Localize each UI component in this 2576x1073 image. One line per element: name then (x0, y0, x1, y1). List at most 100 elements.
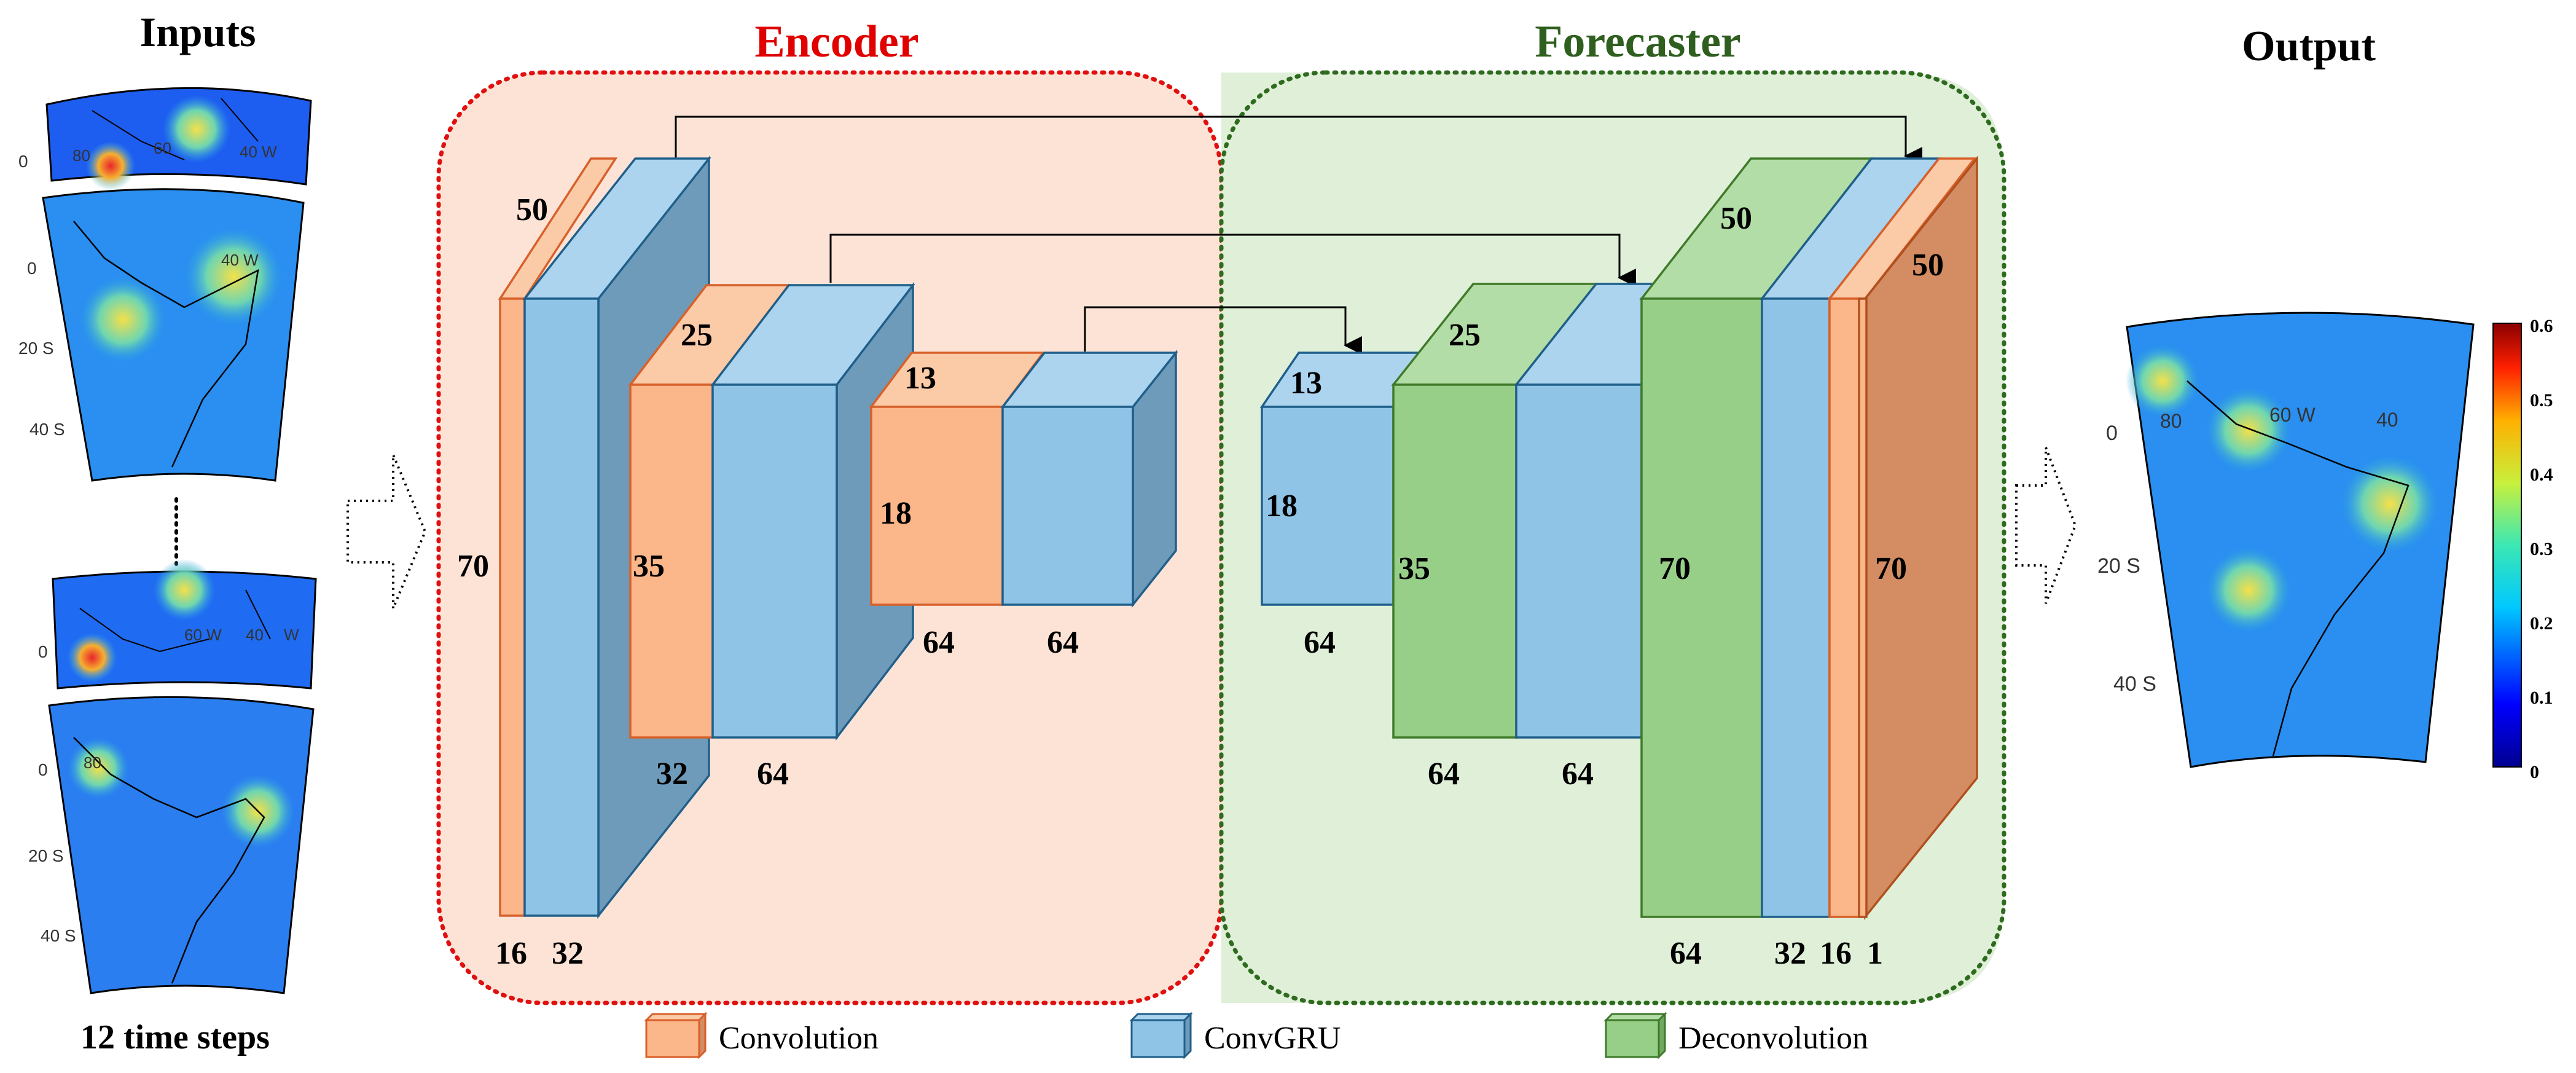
legend-label-convolution: Convolution (719, 1021, 879, 1056)
f-convgru-layer-3 (1761, 297, 1831, 918)
forecaster-title: Forecaster (1535, 17, 1741, 67)
svg-text:40 W: 40 W (221, 251, 259, 269)
dim-f3-height: 70 (1659, 551, 1691, 586)
output-layer (1858, 297, 1868, 918)
forecaster-block-1 (1259, 352, 1433, 606)
svg-text:20 S: 20 S (2097, 554, 2140, 578)
svg-text:60: 60 (154, 139, 171, 157)
output-title: Output (2242, 23, 2376, 70)
time-steps-label: 12 time steps (80, 1018, 270, 1056)
dim-b1-conv-width: 16 (495, 936, 527, 971)
dim-b1-height: 70 (457, 549, 489, 584)
colorbar-tick-label: 0 (2530, 762, 2539, 782)
svg-text:20 S: 20 S (28, 846, 64, 865)
colorbar: 0.6 0.5 0.4 0.3 0.2 0.1 0 (2492, 316, 2553, 782)
skip-connection-2 (829, 234, 1636, 287)
dim-f1-width: 64 (1304, 625, 1336, 660)
svg-text:0: 0 (27, 259, 37, 278)
forecaster-block-3 (1639, 155, 1978, 920)
conv-layer-1 (499, 297, 526, 917)
svg-text:40 S: 40 S (29, 420, 65, 439)
legend-label-convgru: ConvGRU (1204, 1021, 1341, 1056)
input-flow-arrow (346, 454, 427, 609)
colorbar-gradient (2492, 323, 2522, 768)
deconv-layer-3 (1640, 297, 1763, 918)
svg-text:0: 0 (18, 152, 28, 171)
inputs-title: Inputs (139, 9, 256, 55)
dim-b3-gru-width: 64 (1047, 625, 1079, 660)
legend: Convolution ConvGRU Deconvolution (644, 1012, 1868, 1059)
convgru-layer-2 (711, 383, 838, 739)
svg-text:40 S: 40 S (41, 926, 76, 945)
dim-b2-depth: 25 (681, 318, 713, 353)
dim-b2-height: 35 (633, 549, 665, 584)
encoder-block-3 (869, 349, 1178, 608)
legend-item-deconvolution: Deconvolution (1603, 1012, 1868, 1059)
dim-f1-height: 18 (1266, 489, 1298, 524)
legend-item-convolution: Convolution (644, 1012, 879, 1059)
dim-out-depth: 50 (1912, 248, 1944, 283)
colorbar-tick-label: 0.1 (2530, 688, 2553, 708)
dim-b3-depth: 13 (904, 361, 936, 396)
colorbar-tick-label: 0.4 (2530, 465, 2553, 485)
dim-f3-depth: 50 (1720, 201, 1752, 236)
dim-b2-conv-width: 32 (656, 757, 688, 792)
output-map: 0 80 60 W 40 20 S 40 S (2097, 312, 2475, 768)
colorbar-tick-label: 0.5 (2530, 390, 2553, 411)
skip-connection-1 (675, 116, 1922, 165)
dim-f2-height: 35 (1398, 551, 1430, 586)
svg-text:80: 80 (72, 146, 90, 165)
dimension-labels: 50 70 16 32 25 35 32 64 13 18 64 64 13 1… (457, 192, 1944, 971)
svg-text:40 S: 40 S (2113, 672, 2156, 696)
colorbar-tick-label: 0.3 (2530, 539, 2553, 559)
svg-text:W: W (284, 626, 299, 644)
input-map-2: 0 40 W 20 S 40 S (18, 188, 305, 482)
skip-connections (675, 116, 1922, 355)
svg-text:60 W: 60 W (184, 626, 222, 644)
f-conv-layer-3 (1828, 297, 1862, 918)
svg-text:20 S: 20 S (18, 339, 54, 358)
conv-layer-2 (629, 383, 714, 739)
forecaster-panel-border (1219, 70, 2006, 1005)
svg-text:80: 80 (2160, 410, 2182, 432)
svg-text:0: 0 (38, 642, 48, 661)
output-flow-arrow (2015, 447, 2077, 604)
svg-text:0: 0 (38, 760, 48, 779)
f-convgru-layer-2 (1515, 383, 1643, 739)
input-map-1: 0 80 60 40 W (18, 87, 312, 191)
svg-text:40: 40 (246, 626, 264, 644)
input-map-3: 0 60 W 40 W (38, 559, 317, 690)
svg-text:40: 40 (2376, 409, 2398, 431)
skip-connection-3 (1084, 306, 1362, 355)
input-map-4: 0 80 20 S 40 S (28, 696, 315, 994)
dim-f2-depth: 25 (1449, 318, 1481, 353)
dim-b3-conv-width: 64 (923, 625, 955, 660)
convgru-layer-3 (1001, 406, 1134, 606)
legend-item-convgru: ConvGRU (1129, 1012, 1341, 1059)
encoder-title: Encoder (754, 17, 918, 67)
colorbar-ticks: 0.6 0.5 0.4 0.3 0.2 0.1 0 (2530, 316, 2553, 782)
svg-text:40 W: 40 W (240, 143, 277, 161)
dim-b2-gru-width: 64 (757, 757, 789, 792)
svg-text:80: 80 (84, 753, 101, 772)
f-convgru-layer-1 (1261, 406, 1395, 606)
svg-text:0: 0 (2106, 422, 2118, 445)
dim-f3-conv-width: 16 (1820, 936, 1852, 971)
dim-b1-gru-width: 32 (552, 936, 584, 971)
convgru-layer-1 (523, 297, 600, 917)
dim-b1-depth: 50 (516, 192, 548, 227)
colorbar-tick-label: 0.6 (2530, 316, 2553, 336)
colorbar-tick-label: 0.2 (2530, 613, 2553, 634)
dim-f1-depth: 13 (1290, 366, 1322, 401)
dim-f2-gru-width: 64 (1562, 757, 1594, 792)
dim-out-width: 1 (1867, 936, 1883, 971)
dim-b3-height: 18 (880, 496, 912, 531)
dim-out-height: 70 (1875, 551, 1907, 586)
dim-f3-deconv-width: 64 (1670, 936, 1702, 971)
dim-f3-gru-width: 32 (1774, 936, 1806, 971)
dim-f2-deconv-width: 64 (1428, 757, 1460, 792)
svg-text:60 W: 60 W (2269, 404, 2316, 426)
conv-layer-3 (870, 406, 1004, 606)
legend-label-deconvolution: Deconvolution (1678, 1021, 1868, 1056)
